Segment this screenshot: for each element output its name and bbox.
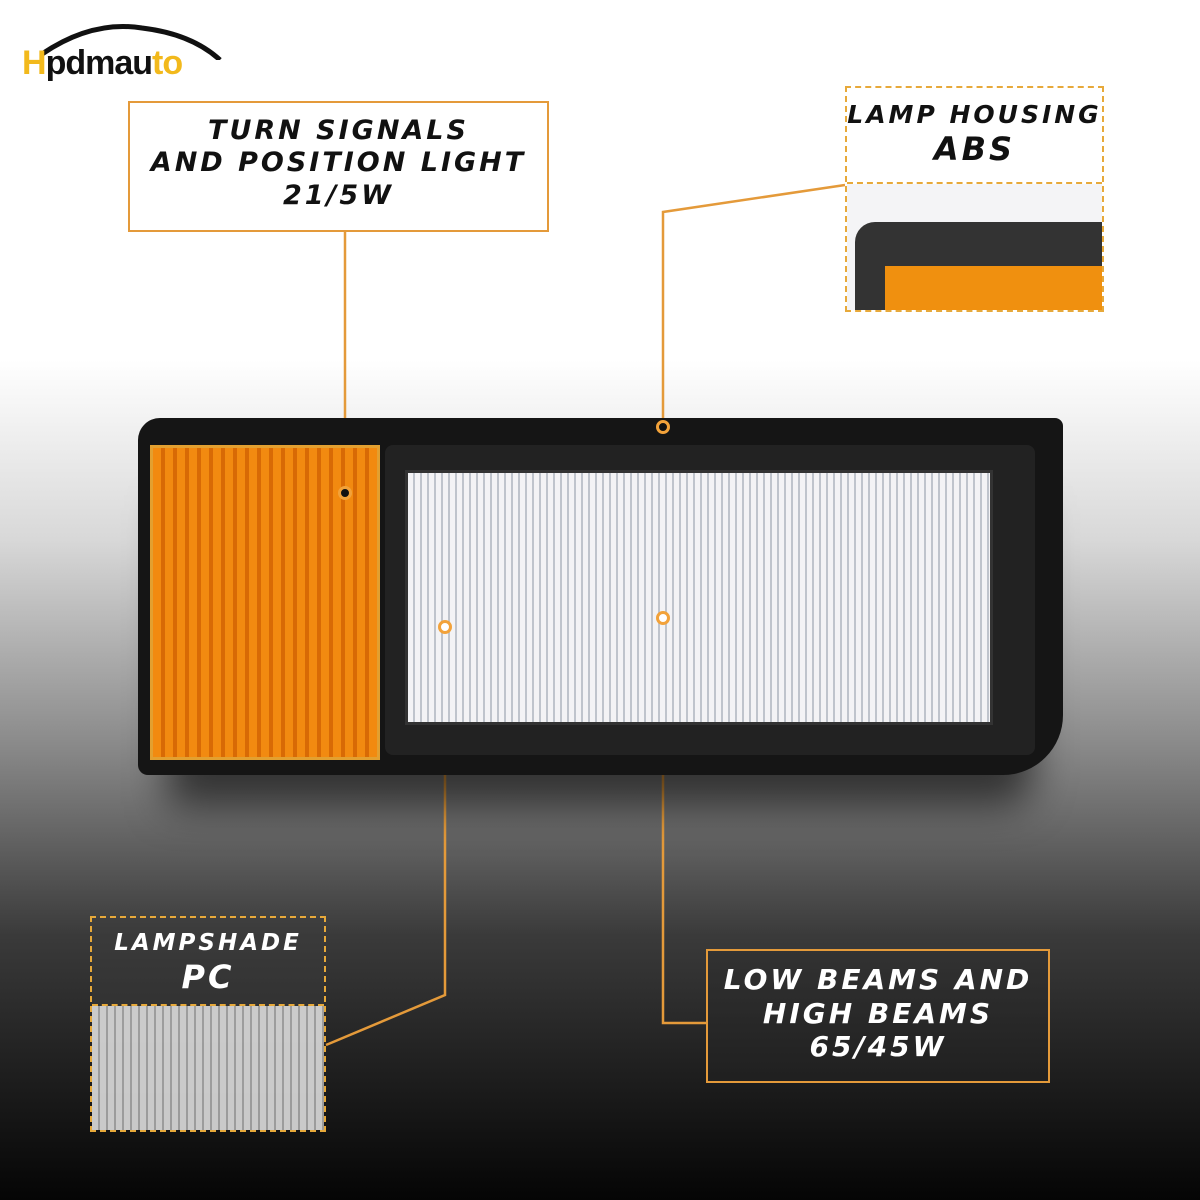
beams-callout: LOW BEAMS AND HIGH BEAMS 65/45W	[706, 949, 1050, 1083]
lampshade-callout: LAMPSHADE PC	[90, 916, 326, 1132]
brand-logo: Hpdmauto	[22, 20, 222, 90]
callout-title: LAMP HOUSING	[847, 100, 1102, 129]
logo-text: Hpdmauto	[22, 44, 183, 82]
callout-title: LAMPSHADE	[114, 930, 302, 956]
turn-signals-callout: TURN SIGNALS AND POSITION LIGHT 21/5W	[128, 101, 549, 232]
lamp-housing-callout: LAMP HOUSING ABS	[845, 86, 1104, 312]
lampshade-detail-image	[92, 1006, 324, 1130]
housing-detail-image	[847, 184, 1102, 310]
callout-subtitle: HIGH BEAMS	[762, 996, 994, 1030]
callout-subtitle: AND POSITION LIGHT	[150, 147, 527, 179]
headlight-lens	[405, 470, 993, 725]
callout-title: TURN SIGNALS	[208, 115, 469, 146]
callout-material: ABS	[933, 130, 1016, 168]
turn-signal-lens	[150, 445, 380, 760]
turn-signal-marker	[338, 486, 352, 500]
housing-marker	[656, 420, 670, 434]
car-silhouette-icon	[40, 23, 222, 60]
beams-marker	[656, 611, 670, 625]
callout-wattage: 65/45W	[809, 1030, 947, 1064]
lampshade-marker	[438, 620, 452, 634]
callout-wattage: 21/5W	[282, 179, 394, 211]
callout-title: LOW BEAMS AND	[723, 963, 1033, 996]
callout-material: PC	[181, 957, 235, 996]
